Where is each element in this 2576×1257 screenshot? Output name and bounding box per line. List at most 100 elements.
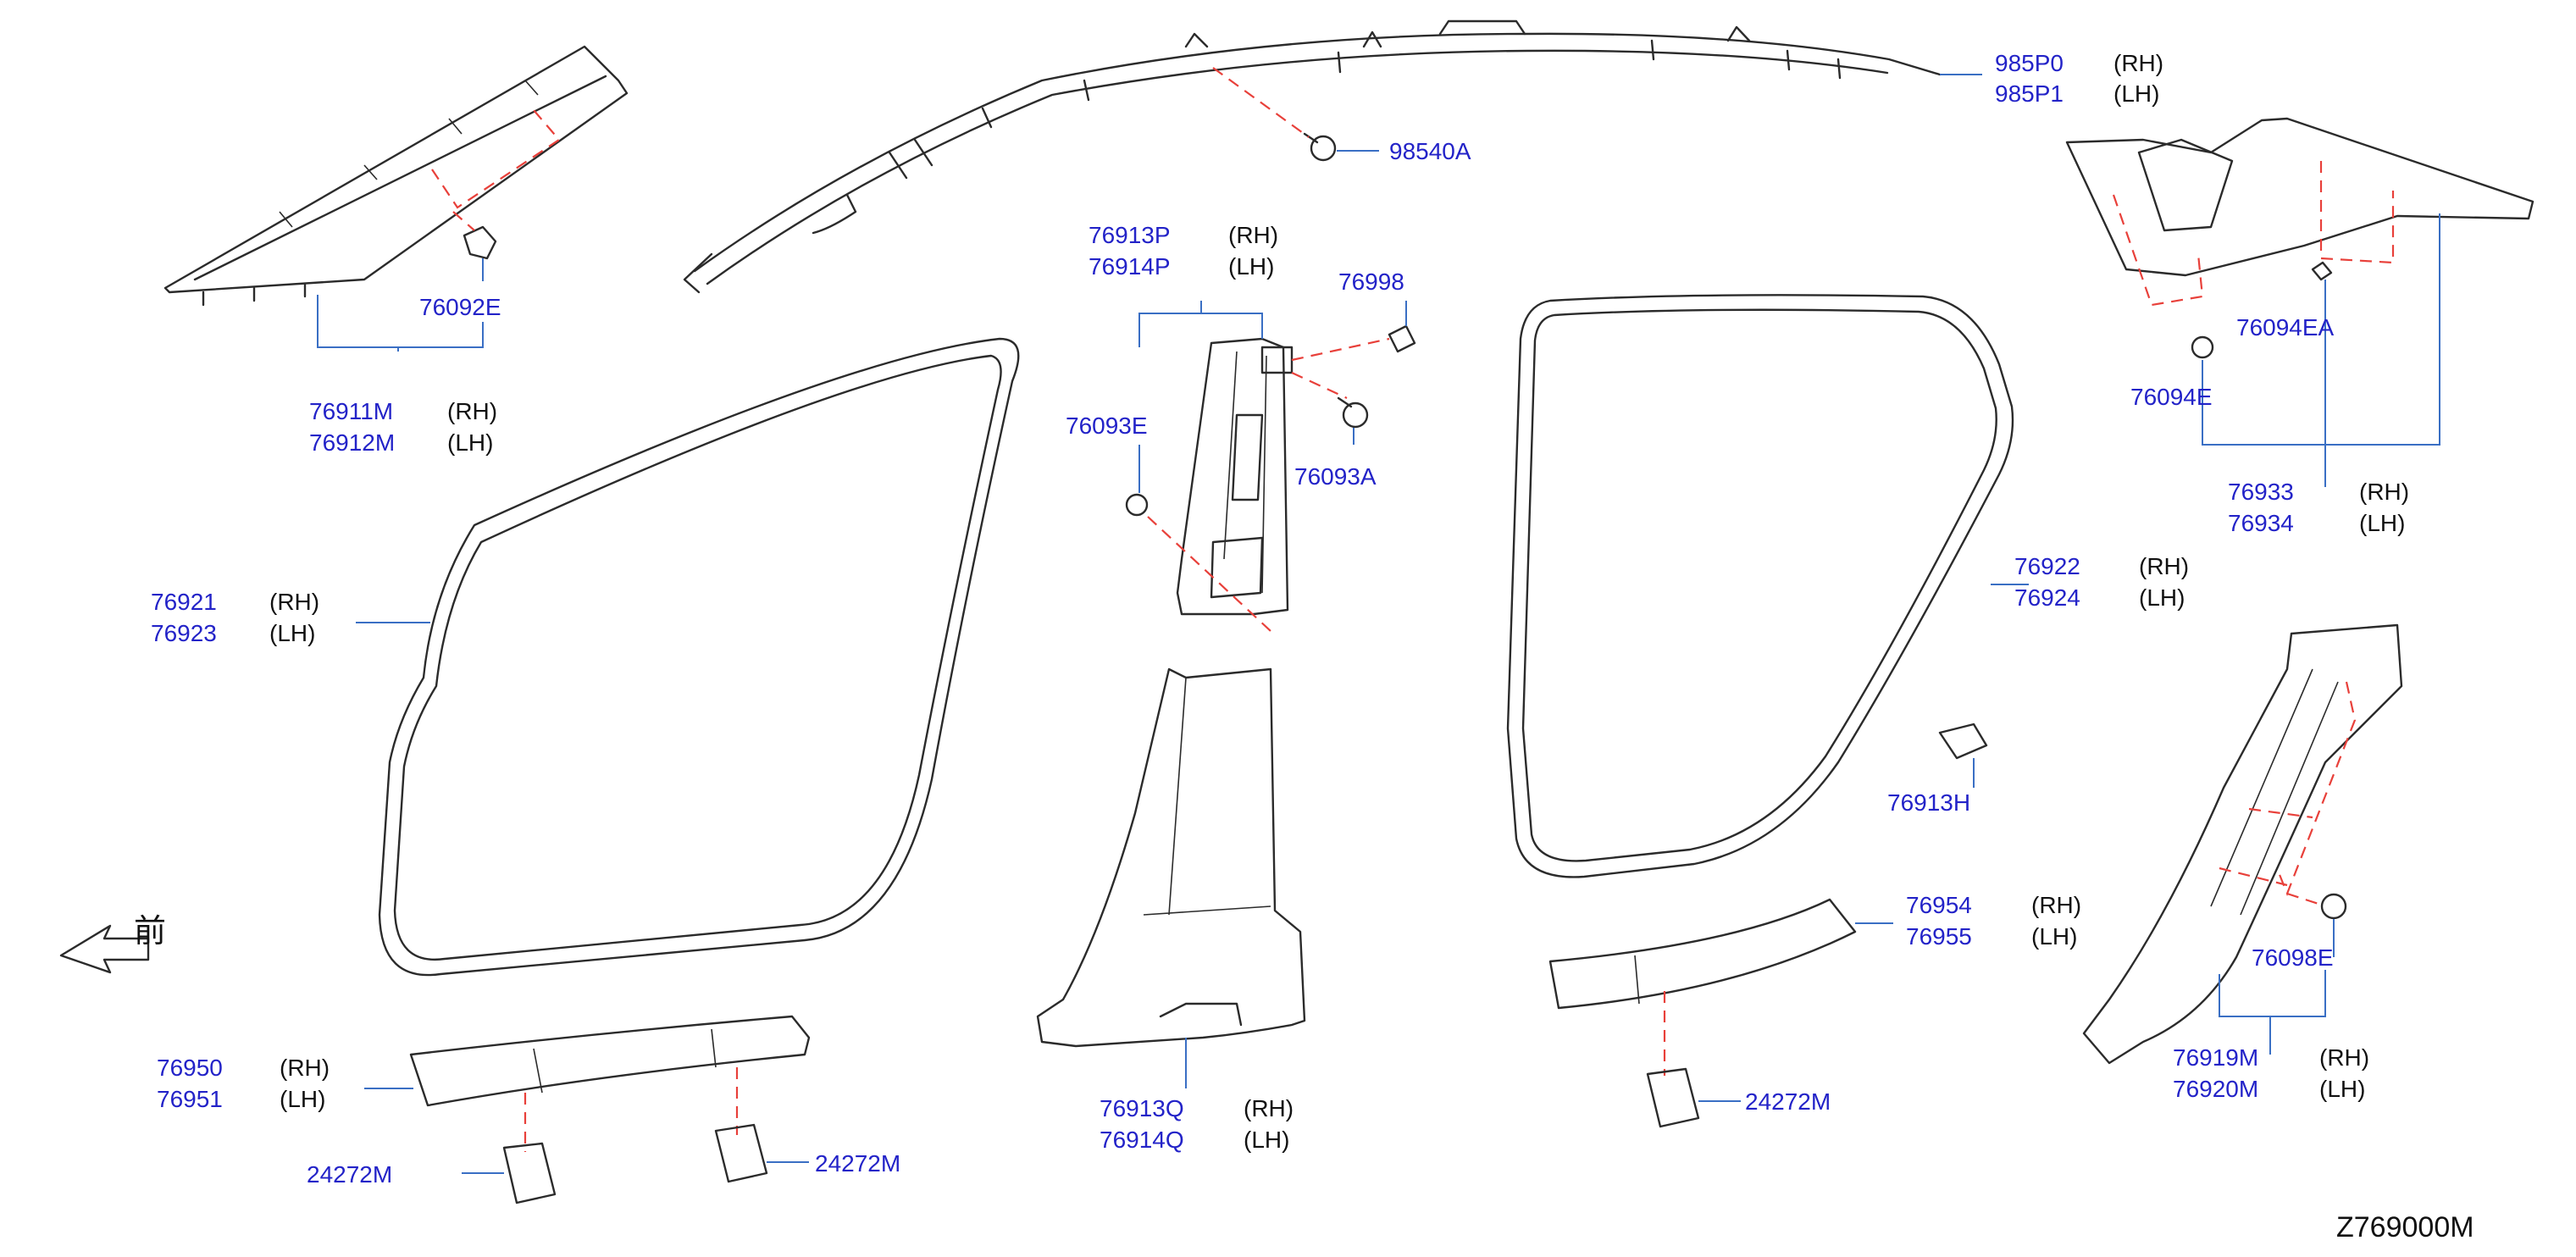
part-number: 24272M: [1745, 1088, 1831, 1115]
callout-76913H: 76913H: [1887, 789, 1970, 816]
part-number: 76914P: [1089, 253, 1171, 280]
part-number: 76092E: [419, 294, 501, 320]
side-label: (LH): [1244, 1127, 1289, 1153]
callout-24272M-c: 24272M: [1745, 1088, 1831, 1115]
callout-76998: 76998: [1338, 269, 1404, 295]
clip-76913H: [1938, 723, 1988, 760]
part-number: 76094EA: [2236, 314, 2335, 341]
callout-24272M-a: 24272M: [307, 1161, 392, 1188]
part-number: 76913Q: [1100, 1095, 1184, 1121]
grommet-76094E: [2191, 335, 2214, 359]
part-number: 76922: [2014, 553, 2080, 579]
part-number: 76914Q: [1100, 1127, 1184, 1153]
part-number: 985P0: [1995, 50, 2064, 76]
screw-98540A: [1303, 132, 1337, 162]
part-number: 76920M: [2173, 1076, 2258, 1102]
side-label: (LH): [2139, 584, 2185, 611]
callout-98540A: 98540A: [1389, 138, 1471, 164]
callout-76093A: 76093A: [1294, 463, 1377, 490]
clip-76092E: [463, 225, 497, 260]
callout-76933: 76933 76934 (RH) (LH): [2228, 479, 2409, 536]
a-pillar-garnish: [163, 45, 629, 307]
side-label: (RH): [2359, 479, 2409, 505]
front-label: 前: [134, 912, 166, 950]
side-label: (RH): [2319, 1044, 2369, 1071]
front-kicking-plate: [409, 1015, 811, 1107]
front-arrow-icon: [59, 924, 150, 974]
side-label: (RH): [2031, 892, 2081, 918]
part-number: 76094E: [2130, 384, 2213, 410]
c-pillar-garnish: [2065, 117, 2534, 277]
side-label: (RH): [447, 398, 497, 424]
b-pillar-lower-garnish: [1036, 667, 1306, 1048]
cap-76998: [1388, 324, 1416, 353]
side-label: (LH): [2359, 510, 2405, 536]
part-number: 76093A: [1294, 463, 1377, 490]
callout-985P0: 985P0 985P1 (RH) (LH): [1995, 50, 2163, 107]
part-number: 985P1: [1995, 80, 2064, 107]
side-label: (LH): [1228, 253, 1274, 280]
part-number: 76923: [151, 620, 217, 646]
curtain-airbag: [683, 19, 1942, 294]
side-label: (LH): [280, 1086, 325, 1112]
callout-76954: 76954 76955 (RH) (LH): [1906, 892, 2081, 950]
callout-24272M-b: 24272M: [815, 1150, 900, 1177]
part-number: 24272M: [307, 1161, 392, 1188]
side-label: (LH): [2113, 80, 2159, 107]
part-number: 76913P: [1089, 222, 1171, 248]
part-number: 76921: [151, 589, 217, 615]
clip-76094EA: [2311, 261, 2333, 281]
rear-pillar-lower-finisher: [2082, 623, 2403, 1065]
callout-76921: 76921 76923 (RH) (LH): [151, 589, 319, 646]
callout-76913P: 76913P 76914P (RH) (LH): [1089, 222, 1278, 280]
callout-76093E: 76093E: [1066, 413, 1148, 439]
callout-76092E: 76092E: [419, 294, 501, 320]
part-number: 76951: [157, 1086, 223, 1112]
part-number: 76919M: [2173, 1044, 2258, 1071]
b-pillar-upper-garnish: [1176, 337, 1294, 616]
callout-76913Q: 76913Q 76914Q (RH) (LH): [1100, 1095, 1294, 1153]
screw-76093A: [1337, 396, 1369, 429]
front-door-weatherstrip: [378, 337, 1020, 977]
part-number: 76954: [1906, 892, 1972, 918]
grommet-76093E: [1125, 493, 1149, 517]
side-label: (LH): [447, 429, 493, 456]
side-label: (RH): [2139, 553, 2189, 579]
side-label: (RH): [280, 1055, 330, 1081]
side-label: (LH): [269, 620, 315, 646]
part-number: 76913H: [1887, 789, 1970, 816]
part-number: 76924: [2014, 584, 2080, 611]
part-number: 76912M: [309, 429, 395, 456]
callout-76098E: 76098E: [2252, 944, 2334, 971]
part-number: 76093E: [1066, 413, 1148, 439]
part-number: 24272M: [815, 1150, 900, 1177]
part-number: 76911M: [309, 398, 393, 424]
part-number: 76933: [2228, 479, 2294, 505]
diagram-code: Z769000M: [2336, 1211, 2474, 1243]
side-label: (RH): [2113, 50, 2163, 76]
callout-76911M: 76911M 76912M (RH) (LH): [309, 398, 497, 456]
callout-76094EA: 76094EA: [2236, 314, 2335, 341]
side-label: (RH): [1228, 222, 1278, 248]
part-number: 76998: [1338, 269, 1404, 295]
side-label: (RH): [269, 589, 319, 615]
part-number: 76950: [157, 1055, 223, 1081]
part-number: 76098E: [2252, 944, 2334, 971]
side-label: (LH): [2319, 1076, 2365, 1102]
rear-kicking-plate: [1548, 898, 1857, 1010]
callout-76922: 76922 76924 (RH) (LH): [2014, 553, 2189, 611]
side-label: (RH): [1244, 1095, 1294, 1121]
part-number: 98540A: [1389, 138, 1471, 164]
callout-76919M: 76919M 76920M (RH) (LH): [2173, 1044, 2369, 1102]
callout-76094E: 76094E: [2130, 384, 2213, 410]
part-number: 76934: [2228, 510, 2294, 536]
clip-24272M-a: [502, 1142, 557, 1204]
side-label: (LH): [2031, 923, 2077, 950]
callout-76950: 76950 76951 (RH) (LH): [157, 1055, 330, 1112]
clip-24272M-b: [714, 1123, 768, 1183]
clip-24272M-c: [1646, 1067, 1700, 1128]
leader-lines: [317, 74, 2440, 1174]
rear-door-weatherstrip: [1506, 294, 2014, 878]
part-number: 76955: [1906, 923, 1972, 950]
